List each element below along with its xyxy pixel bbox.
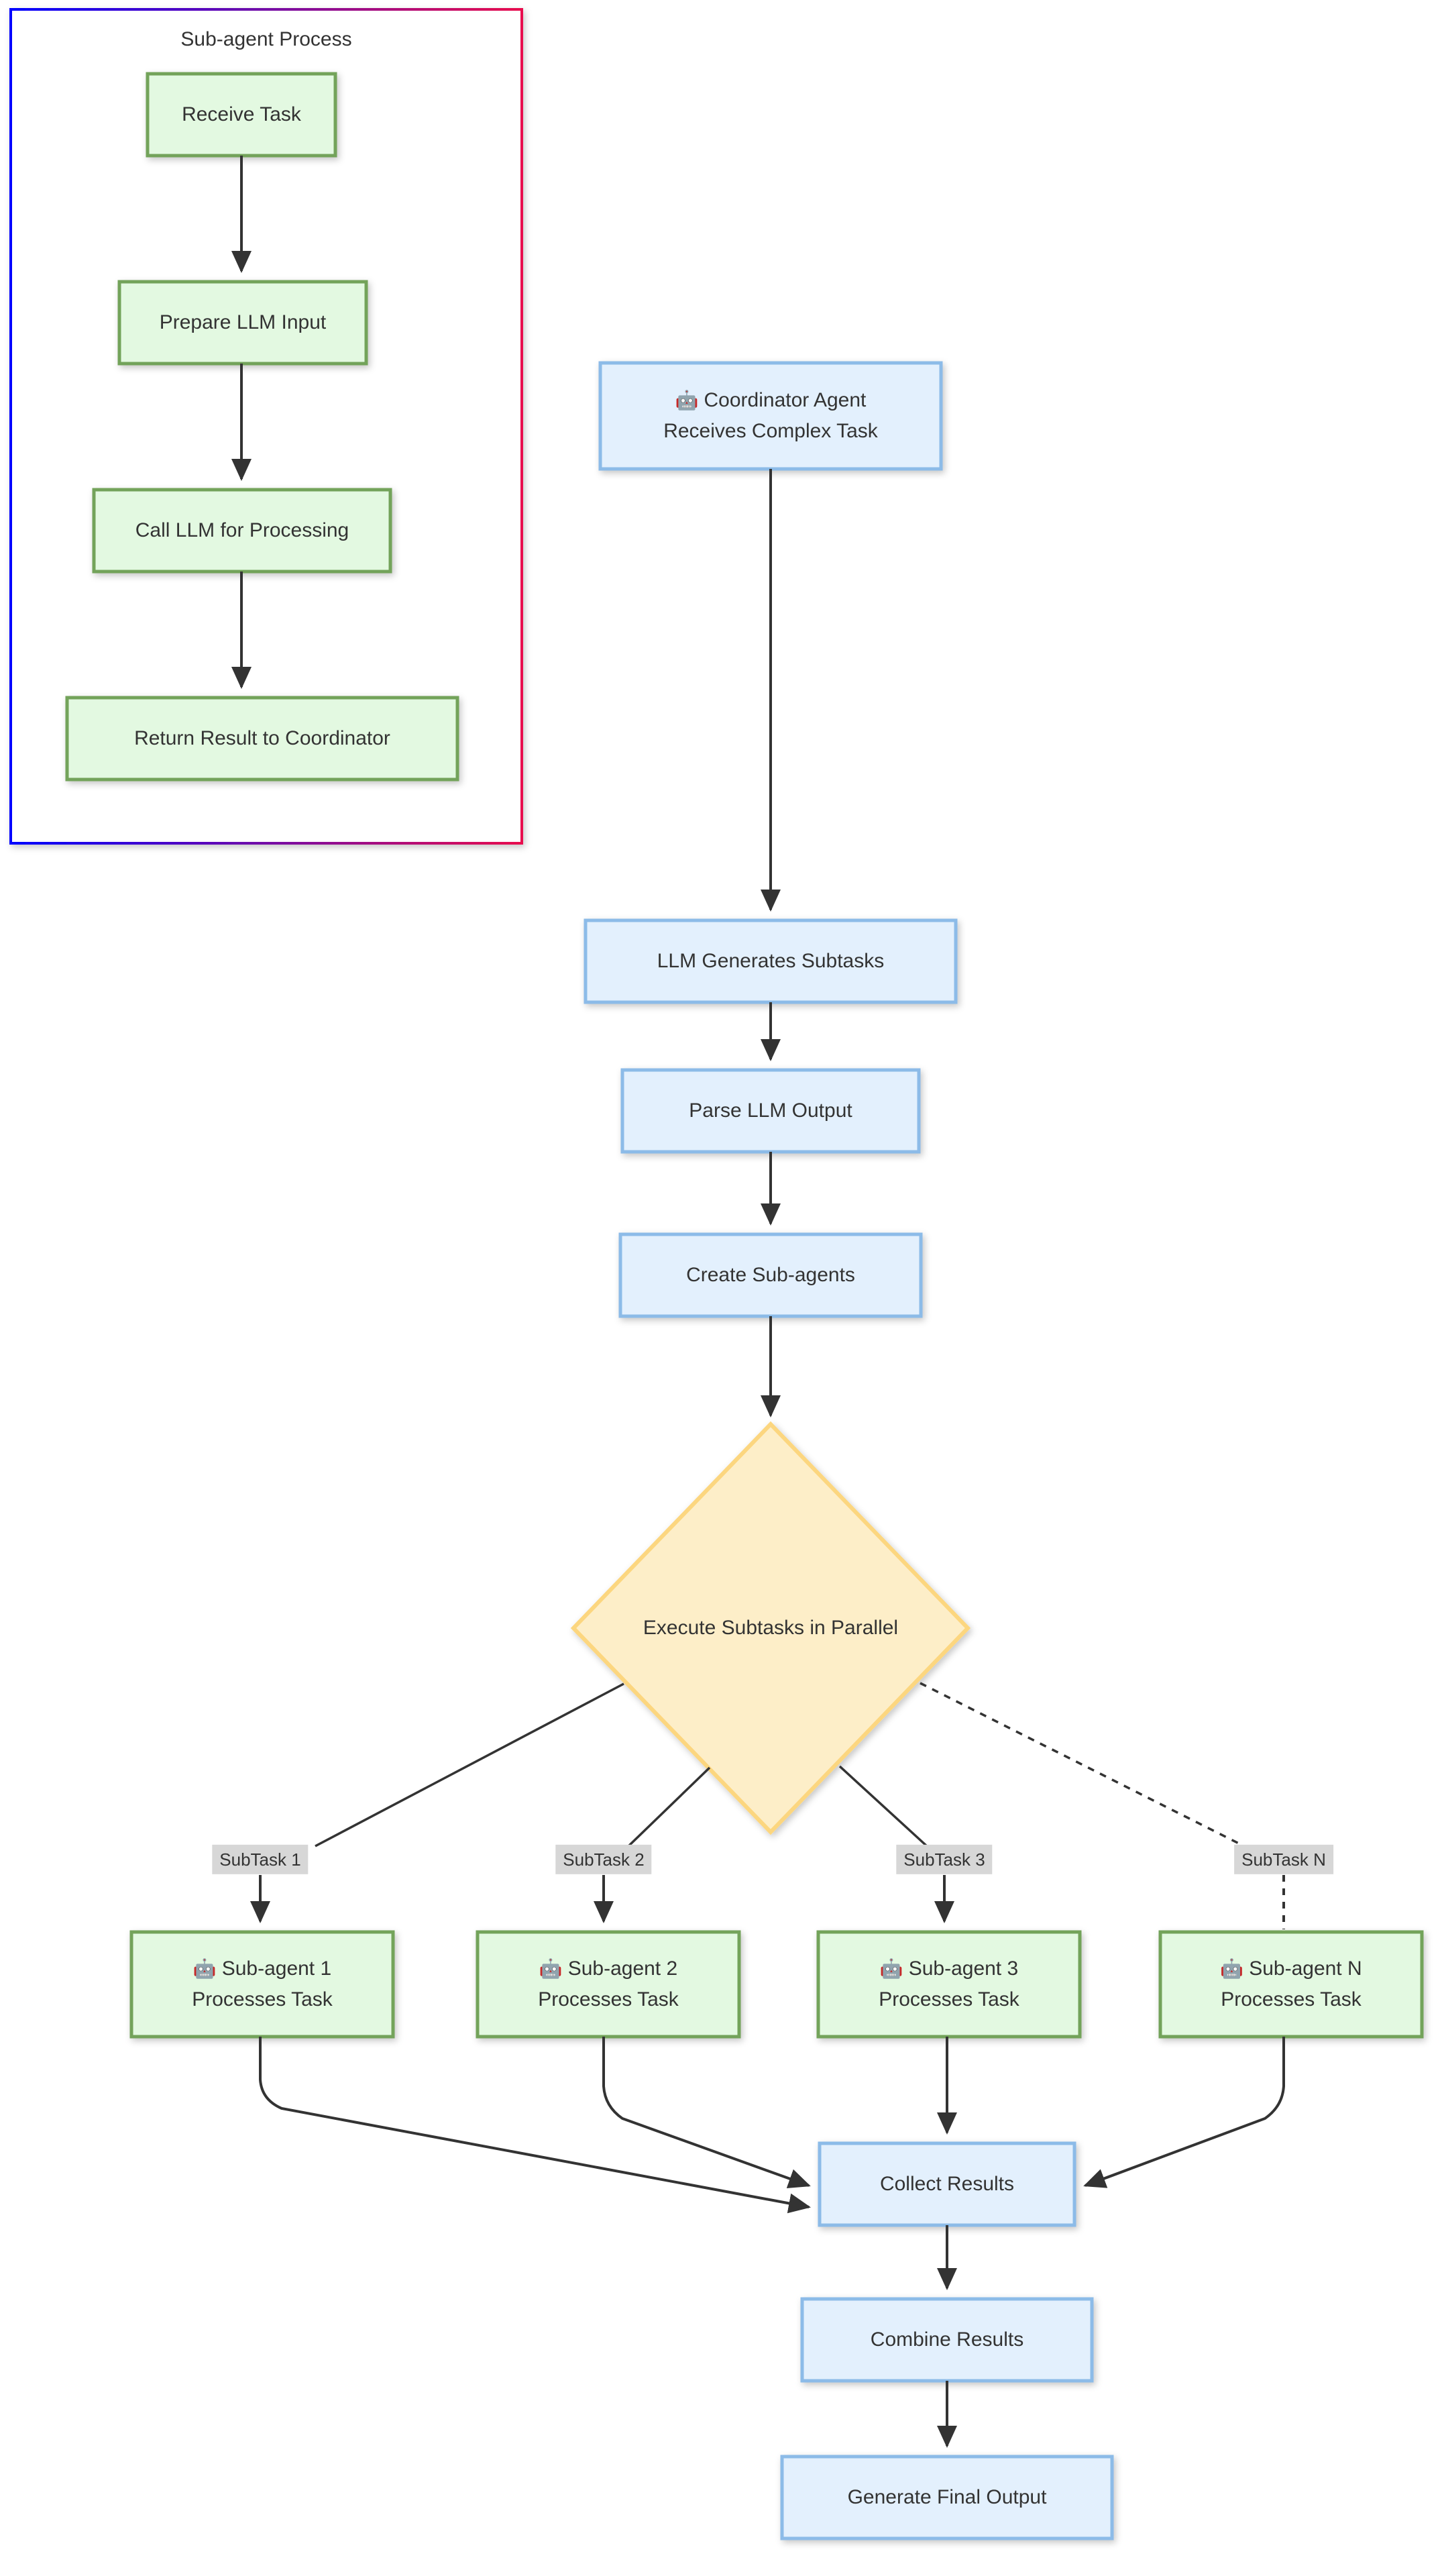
edge-execute-to-subagent-3 xyxy=(838,1765,928,1847)
edge-label-subtask-n: SubTask N xyxy=(1234,1844,1333,1875)
edge-execute-to-subagent-2 xyxy=(627,1766,711,1847)
node-execute-parallel-shape[interactable] xyxy=(570,1421,971,1835)
node-sub-agent-3-shape[interactable] xyxy=(816,1930,1082,2039)
cluster-title: Sub-agent Process xyxy=(180,28,352,50)
edge-subagentN-to-collect xyxy=(1083,2037,1285,2188)
node-generate-final-shape[interactable] xyxy=(780,2455,1114,2540)
edge-execute-to-subagent-1 xyxy=(315,1682,624,1847)
edge-label-subtask-1: SubTask 1 xyxy=(212,1844,309,1875)
node-combine-results-shape[interactable] xyxy=(800,2297,1094,2383)
edge-label-subtask-3: SubTask 3 xyxy=(896,1844,993,1875)
node-collect-results-shape[interactable] xyxy=(818,2141,1076,2227)
node-llm-generates-shape[interactable] xyxy=(584,918,958,1004)
edge-execute-to-subagent-n xyxy=(920,1682,1245,1847)
node-sub-agent-2-shape[interactable] xyxy=(476,1930,741,2039)
edge-subagent1-to-collect xyxy=(259,2037,811,2214)
node-create-sub-agents-shape[interactable] xyxy=(618,1232,923,1318)
node-prepare-llm-input-shape[interactable] xyxy=(117,280,368,366)
node-parse-llm-output-shape[interactable] xyxy=(620,1068,921,1154)
node-receive-task-shape[interactable] xyxy=(146,72,337,158)
node-coordinator-agent-shape[interactable] xyxy=(598,361,943,471)
node-sub-agent-n-shape[interactable] xyxy=(1158,1930,1424,2039)
node-return-result-shape[interactable] xyxy=(65,696,459,782)
node-call-llm-shape[interactable] xyxy=(92,488,392,574)
edge-subagent2-to-collect xyxy=(602,2037,811,2188)
edge-label-subtask-2: SubTask 2 xyxy=(555,1844,652,1875)
node-sub-agent-1-shape[interactable] xyxy=(129,1930,395,2039)
